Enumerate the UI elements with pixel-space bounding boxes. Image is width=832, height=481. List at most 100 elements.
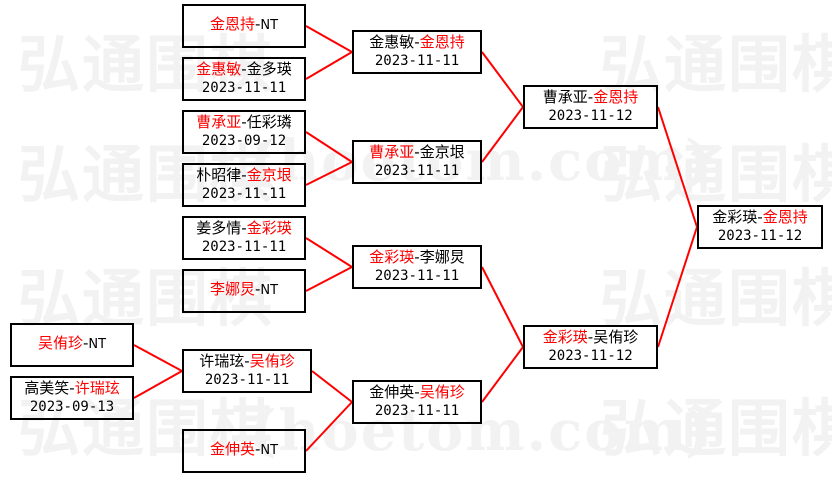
match-date: 2023-11-11 [201, 239, 287, 256]
connector-line [305, 131, 353, 163]
match-players: 金恩持-NT [209, 15, 279, 34]
player-separator: - [244, 352, 250, 371]
connector-line [133, 370, 183, 399]
player-left: 吴侑珍 [37, 334, 83, 353]
player-right: 金京垠 [419, 143, 465, 162]
player-left: 李娜炅 [209, 280, 255, 299]
player-separator: - [414, 143, 420, 162]
match-players: 高美笑-许瑞玹 [24, 380, 119, 398]
watermark-brand: 弘通围棋 [600, 138, 832, 211]
player-left: 许瑞玹 [199, 352, 245, 371]
connector-line [305, 25, 353, 53]
connector-line [305, 401, 353, 452]
match-players: 许瑞玹-吴侑珍 [199, 353, 294, 371]
match-box-r1m1[interactable]: 金恩持-NT [182, 4, 306, 48]
connector-line [657, 106, 698, 228]
player-separator: - [254, 280, 261, 299]
player-separator: - [241, 60, 247, 79]
connector-line [305, 161, 353, 186]
connector-line [133, 344, 183, 372]
match-players: 金惠敏-金多瑛 [196, 61, 291, 79]
player-separator: - [587, 328, 594, 347]
match-date: 2023-11-11 [201, 80, 287, 97]
player-left: 姜多情 [196, 219, 242, 238]
connector-line [657, 226, 698, 348]
player-left: 高美笑 [24, 379, 70, 398]
match-players: 朴昭律-金京垠 [196, 167, 291, 185]
player-separator: - [254, 440, 261, 459]
match-date: 2023-11-12 [548, 348, 633, 365]
match-box-r1m7[interactable]: 吴侑珍-NT [10, 323, 134, 367]
player-separator: - [241, 219, 247, 238]
match-date: 2023-11-11 [374, 403, 460, 420]
player-right: 吴侑珍 [249, 352, 295, 371]
match-players: 金惠敏-金恩持 [369, 34, 464, 52]
match-box-r1m9[interactable]: 金伸英-NT [182, 429, 306, 473]
match-date: 2023-11-11 [374, 163, 460, 180]
player-separator: - [414, 248, 420, 267]
watermark-brand: 弘通围棋 [600, 392, 832, 465]
match-date: 2023-09-12 [201, 133, 287, 150]
player-left: 曹承亚 [369, 143, 415, 162]
match-players: 金彩瑛-金恩持 [712, 209, 807, 227]
connector-line [305, 237, 353, 268]
player-right: 金多瑛 [246, 60, 292, 79]
player-separator: - [254, 15, 261, 34]
match-box-r1m6[interactable]: 李娜炅-NT [182, 269, 306, 313]
player-separator: - [241, 113, 247, 132]
player-right: 金恩持 [762, 208, 808, 227]
player-right: 任彩璘 [246, 113, 292, 132]
connector-line [305, 266, 353, 292]
player-left: 曹承亚 [196, 113, 242, 132]
connector-line [481, 106, 524, 163]
player-separator: - [82, 334, 89, 353]
connector-line [311, 370, 353, 403]
player-right: 金彩瑛 [246, 219, 292, 238]
player-right: 金京垠 [246, 166, 292, 185]
player-right: NT [260, 18, 279, 34]
player-left: 曹承亚 [542, 88, 588, 107]
match-date: 2023-11-11 [374, 53, 460, 70]
match-players: 金伸英-NT [209, 440, 278, 459]
match-date: 2023-11-12 [717, 228, 803, 245]
match-players: 曹承亚-任彩璘 [196, 114, 291, 132]
match-date: 2023-09-13 [29, 399, 115, 416]
match-players: 金彩瑛-李娜炅 [369, 249, 464, 267]
player-right: 吴侑珍 [419, 383, 465, 402]
player-left: 金彩瑛 [712, 208, 758, 227]
match-players: 姜多情-金彩瑛 [196, 220, 291, 238]
player-left: 金彩瑛 [542, 328, 588, 347]
player-separator: - [757, 208, 763, 227]
player-left: 金伸英 [209, 440, 255, 459]
match-players: 金伸英-吴侑珍 [369, 384, 464, 402]
match-date: 2023-11-12 [548, 108, 633, 125]
player-right: NT [88, 337, 107, 353]
player-right: NT [260, 283, 279, 299]
player-left: 金恩持 [209, 15, 255, 34]
player-right: 金恩持 [593, 88, 639, 107]
connector-line [305, 51, 353, 80]
player-left: 金惠敏 [369, 33, 415, 52]
player-separator: - [414, 33, 420, 52]
match-players: 曹承亚-金京垠 [369, 144, 464, 162]
player-separator: - [587, 88, 594, 107]
match-date: 2023-11-11 [201, 186, 287, 203]
match-date: 2023-11-11 [374, 268, 460, 285]
match-date: 2023-11-11 [204, 372, 290, 389]
match-players: 金彩瑛-吴侑珍 [543, 329, 638, 347]
match-players: 吴侑珍-NT [37, 334, 107, 353]
